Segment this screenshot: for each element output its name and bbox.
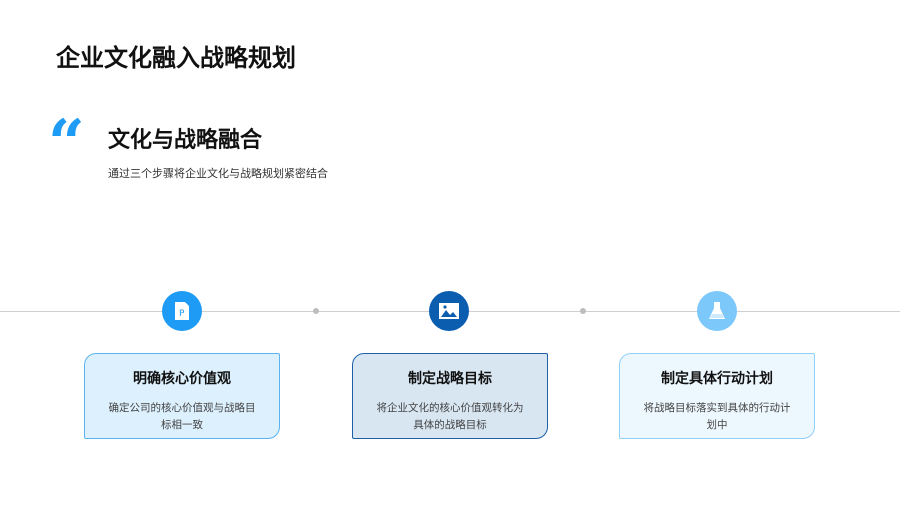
step-text: 确定公司的核心价值观与战略目标相一致 <box>108 402 256 431</box>
document-p-icon: P <box>162 291 202 331</box>
step-text: 将企业文化的核心价值观转化为具体的战略目标 <box>376 402 524 431</box>
image-icon <box>429 291 469 331</box>
timeline-dot <box>580 308 586 314</box>
section-description: 通过三个步骤将企业文化与战略规划紧密结合 <box>108 167 328 180</box>
step-title: 制定具体行动计划 <box>661 371 773 387</box>
step-title: 明确核心价值观 <box>133 371 231 387</box>
step-card-3: 制定具体行动计划 将战略目标落实到具体的行动计划中 <box>619 353 815 439</box>
section-heading: 文化与战略融合 <box>108 128 263 153</box>
step-card-2: 制定战略目标 将企业文化的核心价值观转化为具体的战略目标 <box>352 353 548 439</box>
page-title: 企业文化融入战略规划 <box>56 44 296 72</box>
step-card-1: 明确核心价值观 确定公司的核心价值观与战略目标相一致 <box>84 353 280 439</box>
quote-icon: “ <box>48 106 85 181</box>
step-text: 将战略目标落实到具体的行动计划中 <box>643 402 791 431</box>
step-title: 制定战略目标 <box>408 371 492 387</box>
timeline-dot <box>313 308 319 314</box>
flask-icon <box>697 291 737 331</box>
svg-text:P: P <box>179 309 185 319</box>
